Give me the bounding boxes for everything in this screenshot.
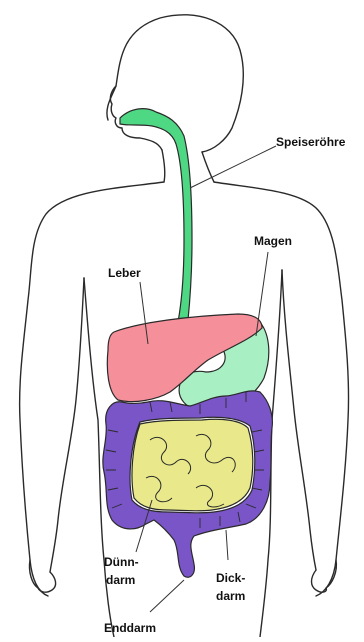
neck-left <box>162 150 165 182</box>
label-magen: Magen <box>254 234 292 248</box>
label-leber: Leber <box>108 266 141 280</box>
right-inner-arm <box>282 270 316 570</box>
label-dickdarm-line1: Dick- <box>216 571 245 585</box>
label-dickdarm-line2: darm <box>216 589 245 603</box>
left-inner-arm <box>50 278 84 572</box>
label-enddarm: Enddarm <box>104 621 156 635</box>
label-speiseroehre: Speiseröhre <box>276 135 346 149</box>
leader-enddarm <box>150 580 184 612</box>
leader-dickdarm <box>226 530 228 560</box>
small-intestine <box>132 419 253 511</box>
esophagus <box>120 109 192 322</box>
label-duenndarm-line2: darm <box>106 573 135 587</box>
label-duenndarm-line1: Dünn- <box>104 555 139 569</box>
leader-magen <box>256 252 268 336</box>
